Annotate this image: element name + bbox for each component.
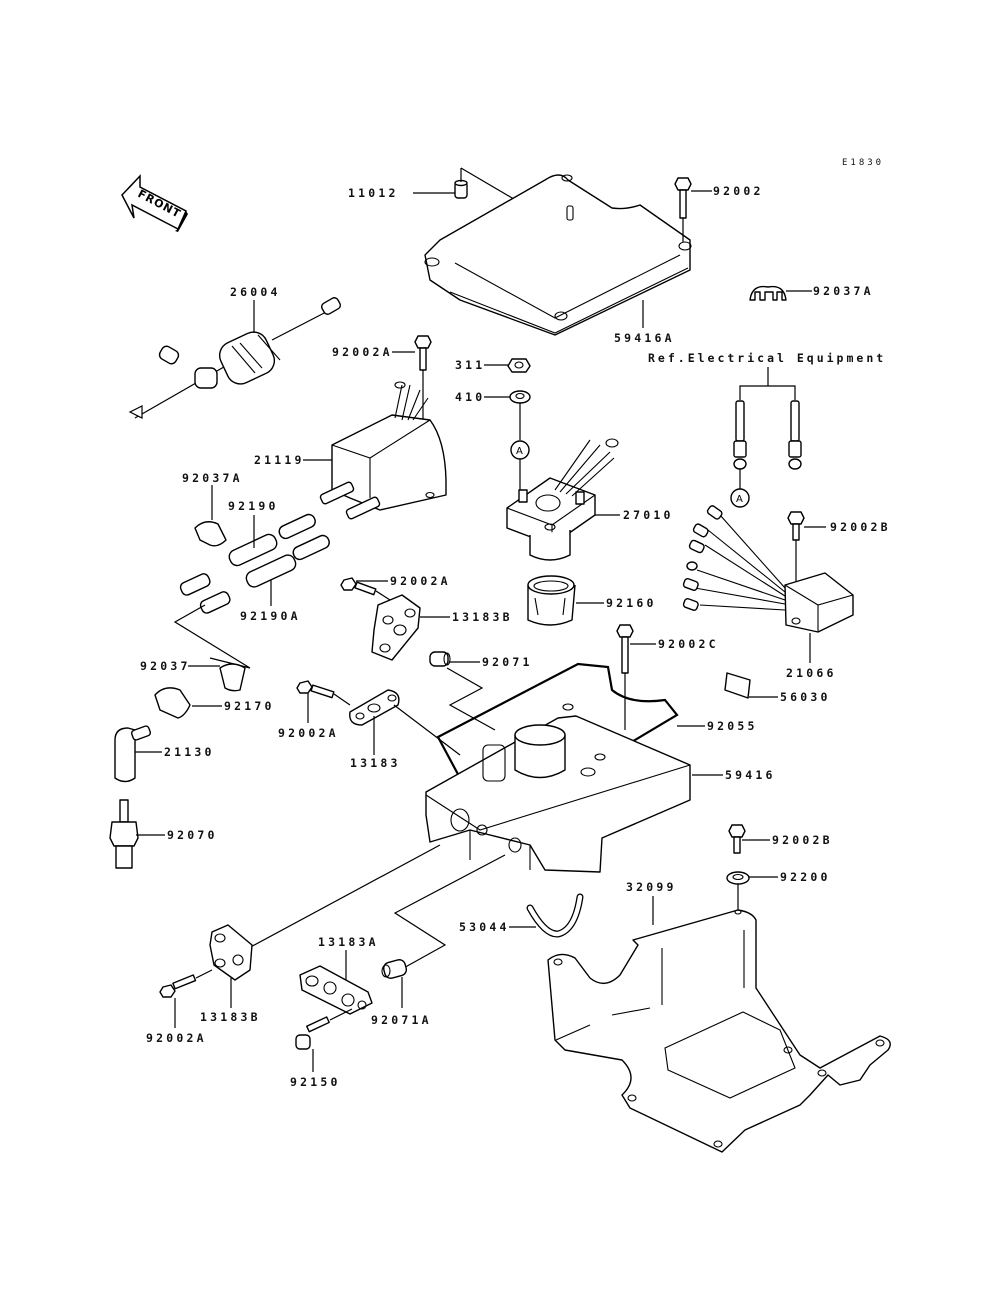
label-53044: 53044: [459, 920, 510, 934]
connector-marker-a-right: A: [730, 488, 750, 508]
clip-92170: [154, 687, 191, 719]
label-13183A: 13183A: [318, 935, 379, 949]
label-410: 410: [455, 390, 485, 404]
clip-92037A-top: [749, 285, 787, 301]
bolt-92002B-low: [728, 824, 746, 854]
label-92190A: 92190A: [240, 609, 301, 623]
front-arrow-icon: FRONT: [121, 174, 188, 232]
label-92037A-top: 92037A: [813, 284, 874, 298]
tubes-92190: [179, 513, 330, 614]
plug-cap-21130: [114, 725, 152, 783]
label-92071A: 92071A: [371, 1013, 432, 1027]
label-59416: 59416: [725, 768, 776, 782]
label-56030: 56030: [780, 690, 831, 704]
svg-text:A: A: [736, 494, 743, 505]
starter-relay-27010: [506, 438, 619, 561]
label-11012: 11012: [348, 186, 399, 200]
top-cover-59416A: [424, 174, 692, 336]
label-27010: 27010: [623, 508, 674, 522]
nut-311: [507, 358, 531, 373]
label-13183: 13183: [350, 756, 401, 770]
label-92150: 92150: [290, 1075, 341, 1089]
label-92002A-low: 92002A: [146, 1031, 207, 1045]
label-21130: 21130: [164, 745, 215, 759]
label-21066: 21066: [786, 666, 837, 680]
label-92002A-coil: 92002A: [332, 345, 393, 359]
label-92190: 92190: [228, 499, 279, 513]
washer-92200: [726, 871, 750, 910]
bolt-92002A-left: [296, 680, 351, 706]
label-92002B-low: 92002B: [772, 833, 833, 847]
bolt-92002A-low: [159, 969, 213, 998]
label-92037A-left: 92037A: [182, 471, 243, 485]
label-92070: 92070: [167, 828, 218, 842]
label-21119: 21119: [254, 453, 305, 467]
collar-11012: [454, 179, 468, 199]
grommet-92071A: [381, 959, 408, 979]
label-92002-top: 92002: [713, 184, 764, 198]
label-92200: 92200: [780, 870, 831, 884]
label-13183B-low: 13183B: [200, 1010, 261, 1024]
plate-13183A: [299, 965, 373, 1015]
case-59416: [425, 703, 691, 873]
bolt-92002C: [616, 624, 634, 730]
label-92055: 92055: [707, 719, 758, 733]
ignition-coil-21119: [319, 381, 447, 520]
spacer-13183: [349, 689, 400, 726]
label-311: 311: [455, 358, 485, 372]
bolt-92002A-mid: [340, 577, 391, 601]
bottom-plate-32099: [547, 909, 891, 1153]
label-92037: 92037: [140, 659, 191, 673]
grommet-92071: [429, 651, 451, 667]
regulator-21066: [682, 505, 854, 633]
label-26004: 26004: [230, 285, 281, 299]
label-92071: 92071: [482, 655, 533, 669]
hose-53044: [526, 893, 584, 938]
label-92170: 92170: [224, 699, 275, 713]
spacer-13183B-low: [209, 924, 253, 981]
label-59416A: 59416A: [614, 331, 675, 345]
label-92002A-left: 92002A: [278, 726, 339, 740]
screw-92150: [295, 1008, 353, 1050]
battery-terminals: [733, 400, 802, 470]
label-plate-56030: [724, 672, 751, 699]
label-92160: 92160: [606, 596, 657, 610]
boot-92160: [527, 575, 576, 626]
label-32099: 32099: [626, 880, 677, 894]
bolt-92002B-reg: [787, 511, 805, 620]
label-92002A-mid: 92002A: [390, 574, 451, 588]
label-92002C: 92002C: [658, 637, 719, 651]
figure-code: E1830: [842, 158, 884, 168]
clamp-92037: [219, 663, 246, 692]
washer-410: [509, 390, 531, 404]
svg-text:A: A: [516, 446, 523, 457]
bolt-92002-top: [674, 177, 692, 242]
clip-92037A-left: [194, 521, 227, 547]
spark-plug-92070: [109, 799, 139, 869]
label-92002B-reg: 92002B: [830, 520, 891, 534]
connector-marker-a-left: A: [510, 440, 530, 460]
spacer-13183B-mid: [371, 594, 421, 661]
reference-note: Ref.Electrical Equipment: [648, 351, 886, 365]
label-13183B-mid: 13183B: [452, 610, 513, 624]
part-26004: [128, 297, 342, 419]
